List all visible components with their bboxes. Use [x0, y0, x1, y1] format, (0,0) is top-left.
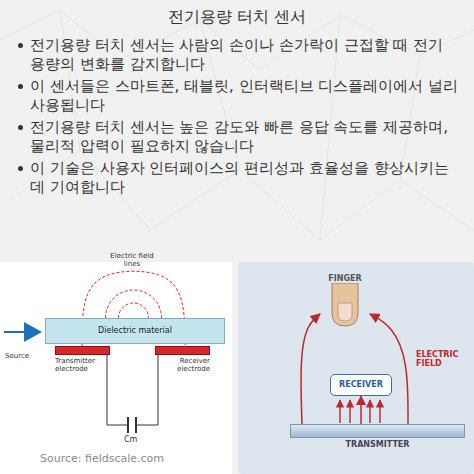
bullet-item: 전기용량 터치 센서는 높은 감도와 빠른 응답 속도를 제공하며, 물리적 압…: [16, 118, 462, 156]
plate-body: [290, 424, 465, 438]
bullet-text: 이 센서들은 스마트폰, 태블릿, 인터랙티브 디스플레이에서 널리 사용됩니다: [30, 77, 458, 114]
finger-shape: [320, 283, 370, 327]
transmitter-electrode: Transmitter electrode: [55, 346, 110, 373]
node-text: RECEIVER: [339, 380, 383, 389]
source-label: Source: [5, 352, 45, 360]
field-arrow: [370, 314, 408, 424]
finger: FINGER: [320, 274, 370, 327]
capacitor-symbol: [128, 417, 136, 433]
field-arrow: [360, 396, 362, 424]
title: 전기용량 터치 센서: [0, 7, 474, 28]
bullet-text: 전기용량 터치 센서는 사람의 손이나 손가락이 근접할 때 전기 용량의 변화…: [30, 36, 443, 73]
bullet-dot: [18, 43, 23, 48]
bullet-dot: [18, 84, 23, 89]
bullet-item: 전기용량 터치 센서는 사람의 손이나 손가락이 근접할 때 전기 용량의 변화…: [16, 36, 462, 74]
receiver-box: RECEIVER: [330, 374, 392, 396]
dielectric-slab: Dielectric material: [45, 318, 225, 344]
bullet-item: 이 기술은 사용자 인터페이스의 편리성과 효율성을 향상시키는 데 기여합니다: [16, 159, 462, 197]
bullet-item: 이 센서들은 스마트폰, 태블릿, 인터랙티브 디스플레이에서 널리 사용됩니다: [16, 77, 462, 115]
capacitor-wires: [107, 355, 158, 425]
left-panel: [0, 262, 232, 474]
field-arrows: [340, 400, 380, 423]
fingernail: [338, 303, 352, 321]
node-text: TRANSMITTER: [290, 438, 465, 449]
capacitor-label: Cm: [124, 435, 148, 444]
node-text: Transmitter electrode: [55, 355, 110, 373]
node-text: FINGER: [320, 274, 370, 283]
source-wire: [4, 331, 24, 333]
transmitter-plate: TRANSMITTER: [290, 424, 465, 449]
bullet-text: 이 기술은 사용자 인터페이스의 편리성과 효율성을 향상시키는 데 기여합니다: [30, 159, 449, 196]
field-label: ELECTRIC FIELD: [416, 350, 470, 368]
bullet-dot: [18, 125, 23, 130]
field-arrow: [301, 314, 320, 424]
bullet-list: 전기용량 터치 센서는 사람의 손이나 손가락이 근접할 때 전기 용량의 변화…: [16, 36, 462, 200]
node-text: Receiver electrode: [155, 355, 210, 373]
field-lines: [106, 290, 162, 318]
finger-outline: [332, 283, 358, 326]
bullet-dot: [18, 166, 23, 171]
right-panel: [238, 262, 474, 474]
source-symbol: [24, 322, 42, 342]
electrode-bar: [55, 346, 110, 355]
bullet-text: 전기용량 터치 센서는 높은 감도와 빠른 응답 속도를 제공하며, 물리적 압…: [30, 118, 448, 155]
electrode-bar: [155, 346, 210, 355]
watermark: Source: fieldscale.com: [40, 453, 210, 466]
field-label: Electric field lines: [102, 252, 162, 268]
node-text: Dielectric material: [98, 326, 172, 335]
network-background: [0, 10, 474, 240]
receiver-electrode: Receiver electrode: [155, 346, 210, 373]
